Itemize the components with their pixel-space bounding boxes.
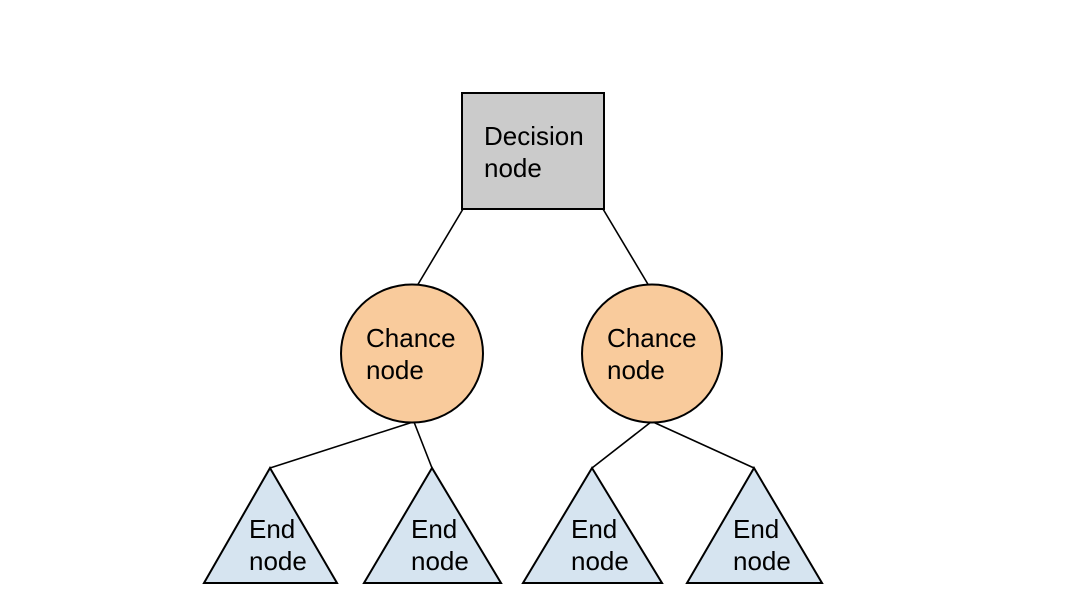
chance-node-left-shape	[340, 283, 484, 424]
edge-decision-to-chance-left	[416, 208, 464, 287]
end-node-2-label: End node	[411, 514, 469, 576]
end-node-3-shape	[521, 466, 664, 584]
decision-node-label: Decision node	[484, 121, 584, 183]
decision-node-shape	[461, 92, 605, 210]
edge-decision-to-chance-right	[602, 208, 650, 287]
end-node-1-shape	[202, 466, 339, 584]
edge-chance-right-to-end-4	[652, 421, 755, 469]
chance-node-left-label: Chance node	[366, 323, 456, 385]
chance-node-right-label: Chance node	[607, 323, 697, 385]
chance-node-right-shape	[581, 283, 723, 424]
end-node-4-shape	[685, 466, 824, 584]
edge-chance-right-to-end-3	[591, 421, 652, 469]
end-node-2-shape	[362, 466, 503, 584]
edge-chance-left-to-end-1	[269, 421, 414, 469]
end-node-4-label: End node	[733, 514, 791, 576]
end-node-1-label: End node	[249, 514, 307, 576]
edge-chance-left-to-end-2	[413, 421, 433, 469]
end-node-3-label: End node	[571, 514, 629, 576]
